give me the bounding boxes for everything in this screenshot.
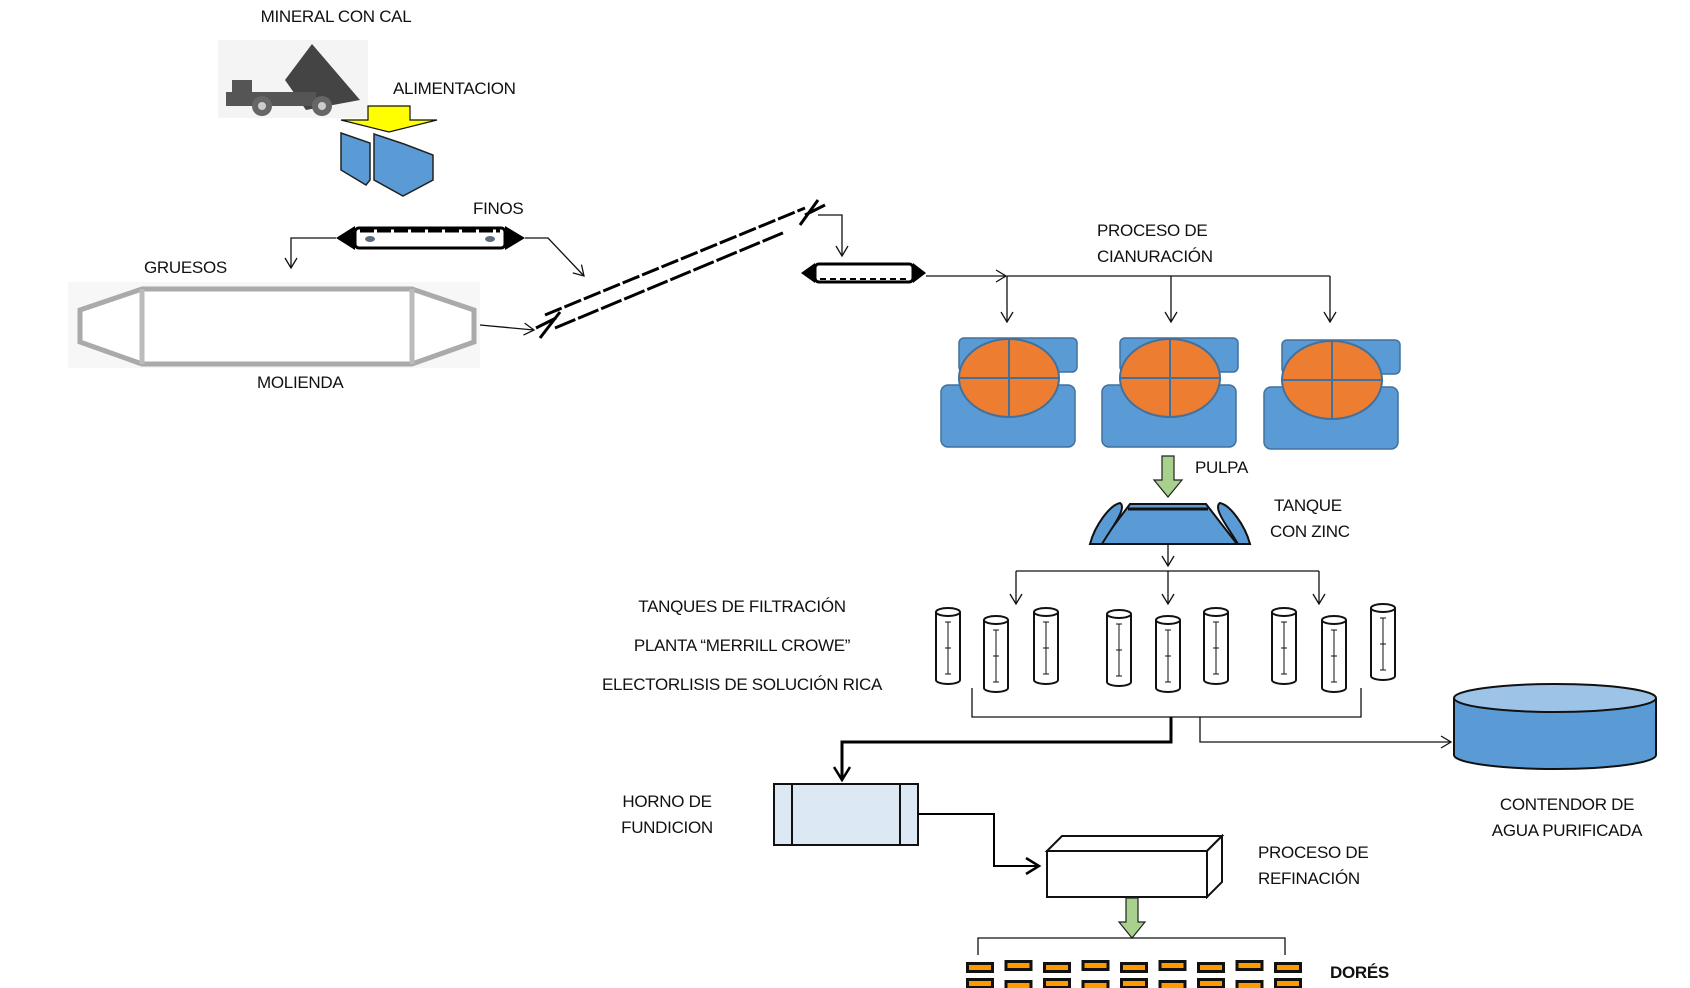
dore-bar-icon (1004, 980, 1033, 988)
dore-bar-icon (1235, 980, 1264, 988)
label-tanque-1: TANQUE (1274, 496, 1342, 515)
flow-line-to-furnace (842, 717, 1173, 780)
label-gruesos: GRUESOS (144, 258, 227, 277)
label-finos: FINOS (473, 199, 523, 218)
label-molienda: MOLIENDA (257, 373, 344, 392)
feed-arrow-icon (340, 105, 438, 133)
filter-tank-icon (1203, 607, 1229, 685)
furnace-icon (773, 783, 919, 846)
flow-line-finos (525, 237, 585, 277)
label-dores: DORÉS (1330, 963, 1389, 982)
conveyor-icon (801, 262, 926, 284)
dore-bar-icon (1120, 962, 1148, 973)
label-refinacion-2: REFINACIÓN (1258, 869, 1360, 888)
flow-line-to-conveyor (818, 214, 849, 258)
ball-mill-icon (68, 282, 480, 368)
label-refinacion-1: PROCESO DE (1258, 843, 1368, 862)
dore-bar-icon (1197, 978, 1225, 988)
dore-bar-icon (1081, 960, 1110, 971)
label-mineral: MINERAL CON CAL (261, 7, 412, 26)
dore-bar-icon (966, 962, 994, 973)
label-alimentacion: ALIMENTACION (393, 79, 516, 98)
refining-arrow-icon (1117, 897, 1147, 939)
cyanidation-tank-icon (1101, 337, 1239, 448)
filter-tank-icon (935, 607, 961, 685)
label-electrolisis: ELECTORLISIS DE SOLUCIÓN RICA (602, 675, 883, 694)
label-pulpa: PULPA (1195, 458, 1249, 477)
pulpa-arrow-icon (1152, 455, 1184, 498)
filter-tank-icon (1370, 603, 1396, 681)
cyanidation-tank-icon (1263, 339, 1401, 450)
flow-line-gruesos (284, 237, 336, 270)
label-contenedor-2: AGUA PURIFICADA (1492, 821, 1643, 840)
dore-bar-icon (1235, 960, 1264, 971)
dore-bar-icon (1043, 978, 1071, 988)
dore-bar-icon (1274, 962, 1302, 973)
filter-tank-icon (1155, 615, 1181, 693)
filter-tank-icon (1271, 607, 1297, 685)
label-horno-2: FUNDICION (621, 818, 713, 837)
refining-box-icon (1044, 833, 1225, 900)
label-cianuracion-1: PROCESO DE (1097, 221, 1207, 240)
dore-bars (966, 960, 1302, 988)
label-filtracion: TANQUES DE FILTRACIÓN (638, 597, 845, 616)
label-tanque-2: CON ZINC (1270, 522, 1350, 541)
dore-bar-icon (1081, 980, 1110, 988)
label-contenedor-1: CONTENDOR DE (1500, 795, 1634, 814)
label-cianuracion-2: CIANURACIÓN (1097, 247, 1213, 266)
label-horno-1: HORNO DE (622, 792, 711, 811)
conveyor-icon (336, 226, 525, 250)
filter-tank-icon (1106, 609, 1132, 687)
dore-bracket (977, 937, 1286, 955)
dore-bar-icon (1158, 960, 1187, 971)
hopper-icon (340, 131, 434, 197)
collection-bracket (971, 688, 1362, 718)
dump-truck-icon (218, 40, 368, 118)
dore-bar-icon (1274, 978, 1302, 988)
label-merrill: PLANTA “MERRILL CROWE” (634, 636, 851, 655)
flow-line-to-water (1199, 717, 1453, 749)
cyanidation-tank-icon (940, 337, 1078, 448)
filter-tank-icon (983, 615, 1009, 693)
water-tank-icon (1453, 683, 1657, 770)
filter-tank-icon (1321, 615, 1347, 693)
dore-bar-icon (1197, 962, 1225, 973)
zinc-tank-icon (1088, 501, 1252, 545)
filter-tank-icon (1033, 607, 1059, 685)
dore-bar-icon (1158, 980, 1187, 988)
dore-bar-icon (966, 978, 994, 988)
flow-line-to-refining (918, 813, 1039, 866)
dore-bar-icon (1004, 960, 1033, 971)
dore-bar-icon (1120, 978, 1148, 988)
dore-bar-icon (1043, 962, 1071, 973)
flow-line-molienda (479, 322, 536, 336)
filter-tanks (935, 603, 1396, 693)
inclined-conveyor-icon (535, 199, 826, 339)
